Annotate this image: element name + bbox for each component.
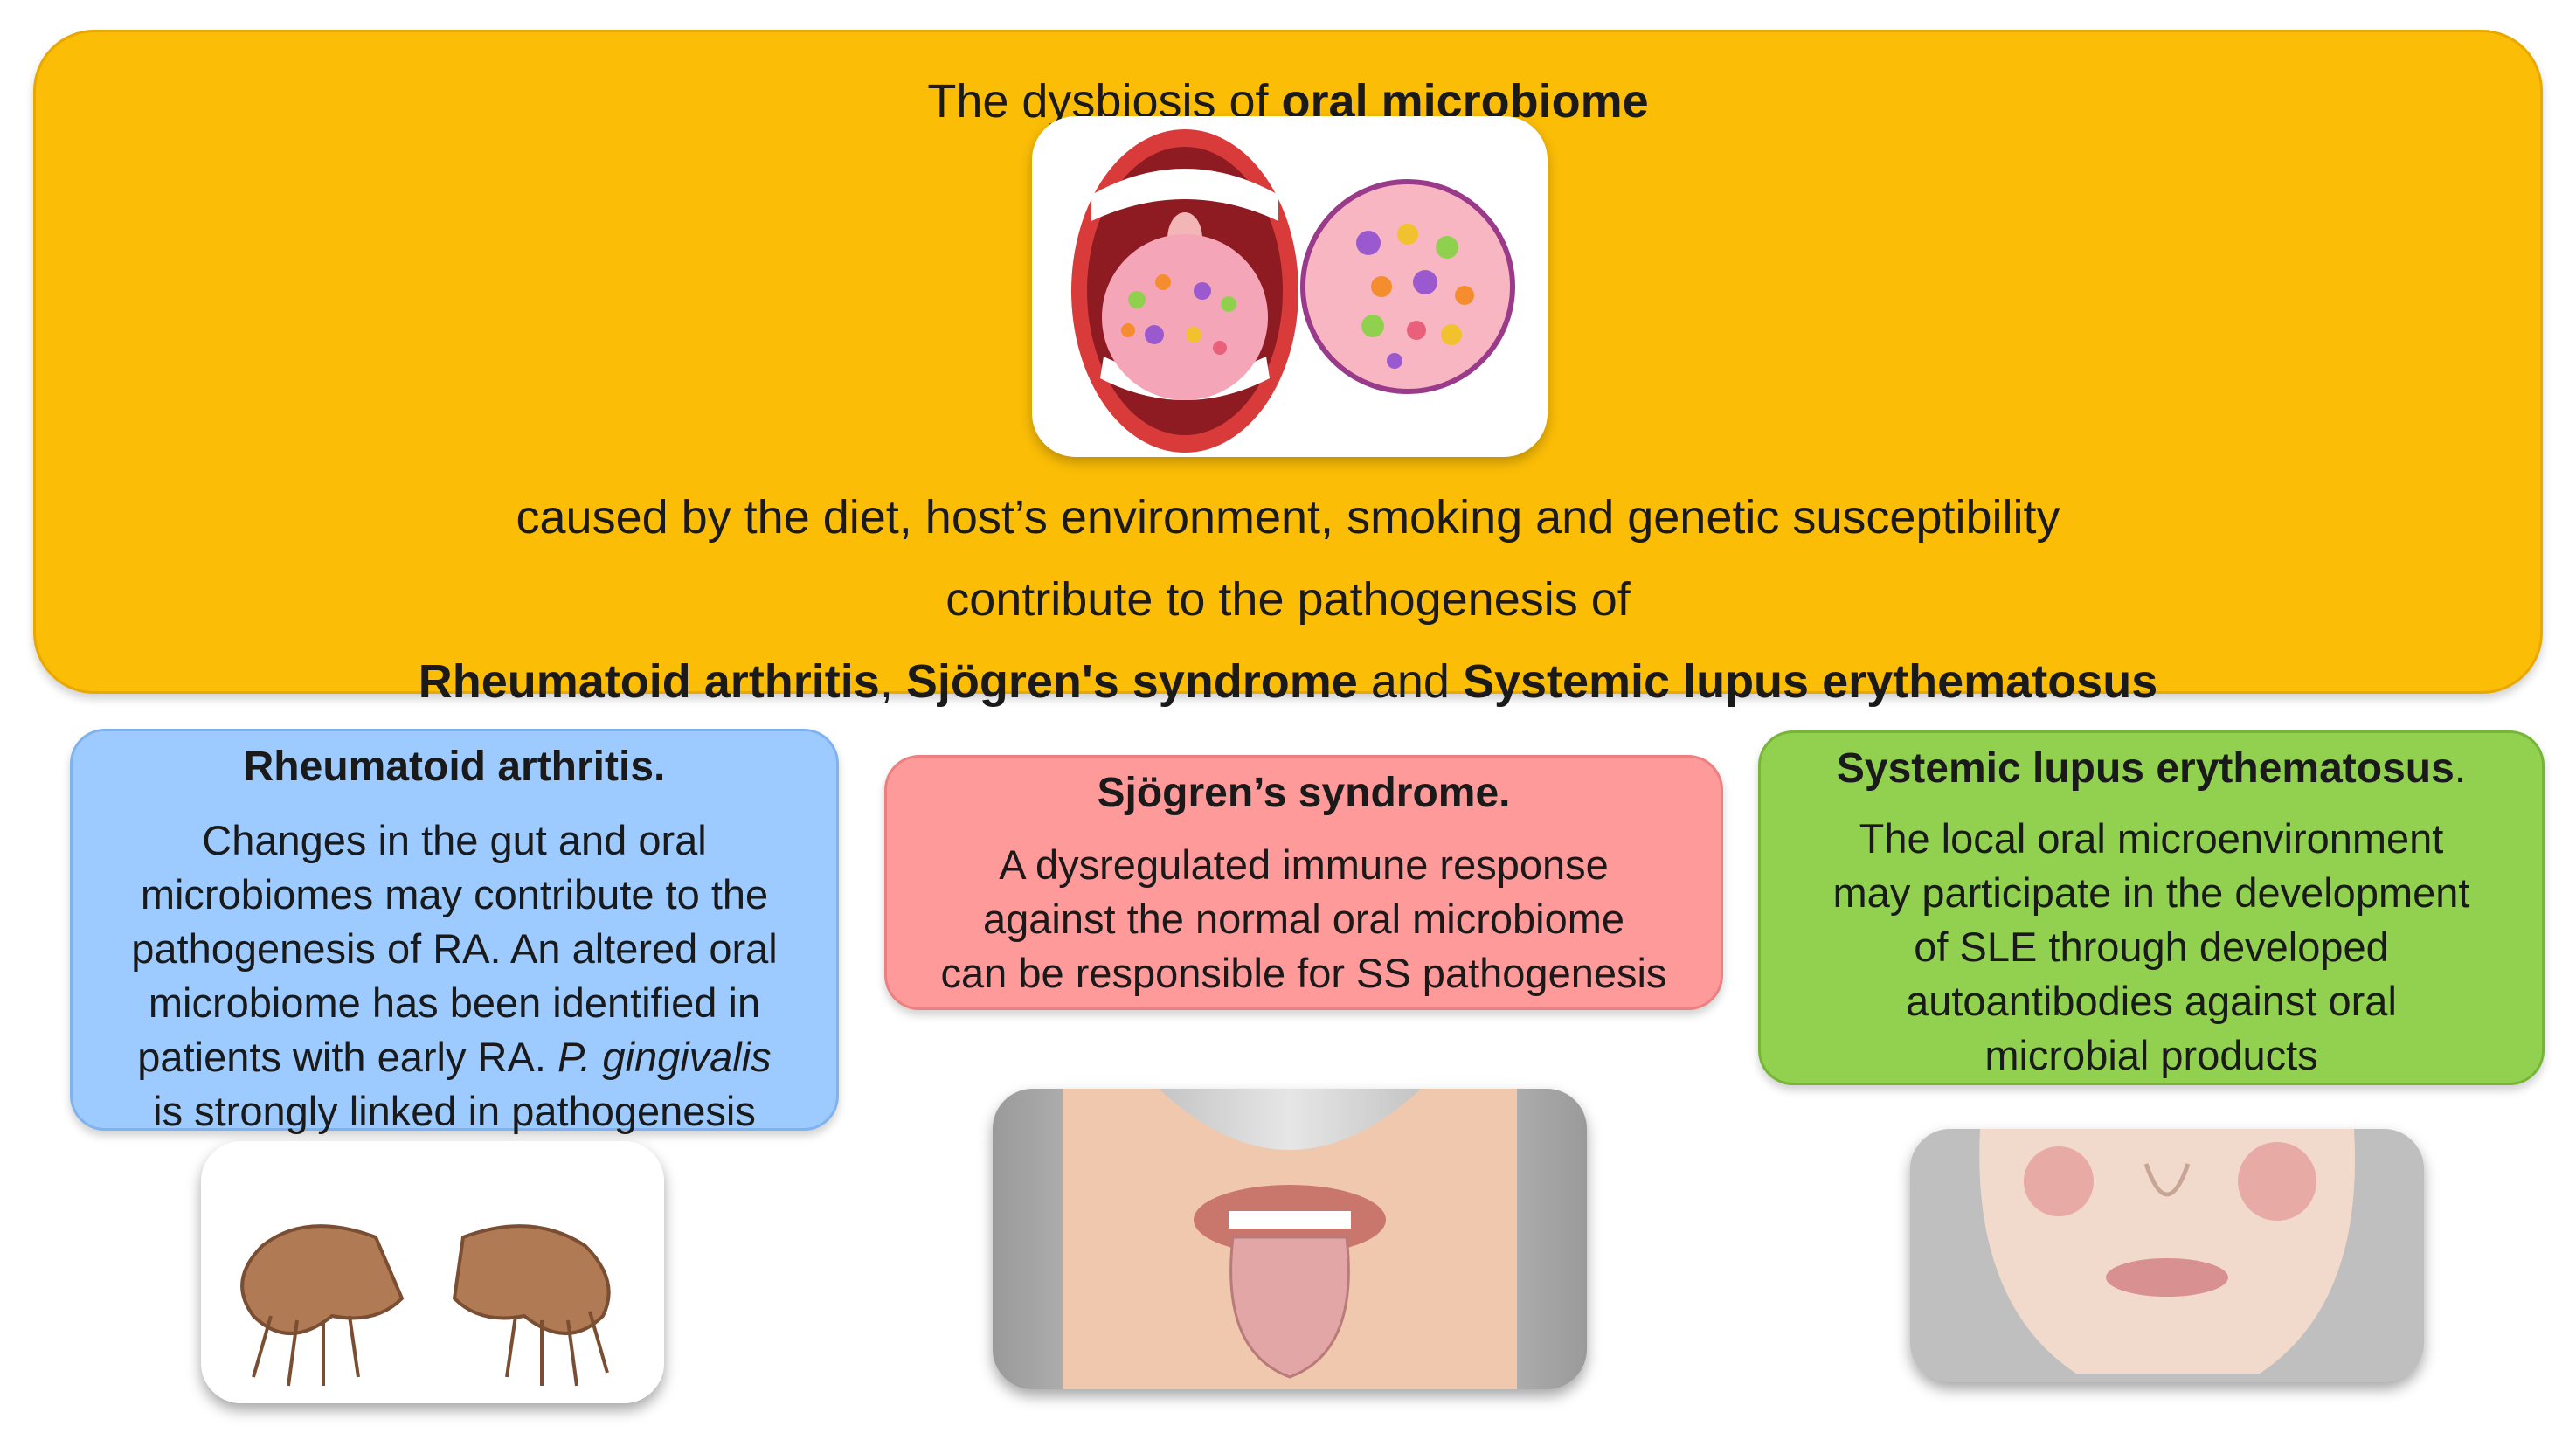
card-title: Systemic lupus erythematosus. (1782, 742, 2521, 796)
card-rheumatoid-arthritis: Rheumatoid arthritis. Changes in the gut… (70, 729, 839, 1134)
text-line: is strongly linked in pathogenesis (153, 1088, 756, 1134)
tongue-photo (993, 1089, 1587, 1389)
disease-sle: Systemic lupus erythematosus (1462, 655, 2158, 708)
disease-ra: Rheumatoid arthritis (418, 655, 880, 708)
text-line: of SLE through developed (1914, 924, 2389, 970)
italic-species: P. gingivalis (557, 1034, 772, 1080)
text-line: microbiome has been identified in (148, 980, 761, 1026)
text-line: pathogenesis of RA. An altered oral (131, 925, 778, 972)
cause-line: caused by the diet, host’s environment, … (516, 491, 2060, 543)
top-panel: The dysbiosis of oral microbiome (33, 30, 2543, 708)
card-title: Sjögren’s syndrome. (1097, 770, 1511, 816)
card-text: A dysregulated immune response against t… (908, 838, 1700, 1000)
card-systemic-lupus: Systemic lupus erythematosus. The local … (1758, 730, 2545, 1085)
top-title: The dysbiosis of oral microbiome (36, 71, 2540, 132)
text-line: patients with early RA. P. gingivalis (93, 1030, 815, 1084)
text-line: A dysregulated immune response (999, 841, 1609, 888)
text-line: The local oral microenvironment (1859, 815, 2444, 862)
text-fragment: patients with early RA. (137, 1034, 557, 1080)
text-line: microbiomes may contribute to the (140, 871, 769, 917)
separator-comma: , (879, 655, 906, 708)
text-line: microbial products (1984, 1032, 2318, 1078)
card-title: Rheumatoid arthritis. (243, 744, 666, 790)
face-rash-photo (1910, 1129, 2424, 1382)
title-text: Systemic lupus erythematosus (1836, 745, 2455, 792)
text-line: can be responsible for SS pathogenesis (940, 950, 1667, 996)
card-text: Changes in the gut and oral microbiomes … (93, 813, 815, 1139)
oral-microbiome-illustration (1032, 116, 1548, 457)
card-text: The local oral microenvironment may part… (1782, 812, 2521, 1083)
text-line: autoantibodies against oral (1906, 978, 2397, 1024)
microbe-circle-icon (1300, 179, 1515, 394)
text-line: Changes in the gut and oral (202, 817, 707, 863)
card-sjogrens-syndrome: Sjögren’s syndrome. A dysregulated immun… (884, 755, 1723, 1010)
title-dot: . (2454, 745, 2467, 792)
open-mouth-icon (1071, 129, 1298, 453)
separator-and: and (1357, 655, 1463, 708)
disease-ss: Sjögren's syndrome (905, 655, 1358, 708)
contribute-line: contribute to the pathogenesis of (945, 573, 1631, 626)
hands-photo (201, 1141, 664, 1403)
text-line: may participate in the development (1832, 869, 2470, 916)
text-line: against the normal oral microbiome (982, 896, 1625, 942)
diseases-line: Rheumatoid arthritis, Sjögren's syndrome… (36, 651, 2540, 712)
